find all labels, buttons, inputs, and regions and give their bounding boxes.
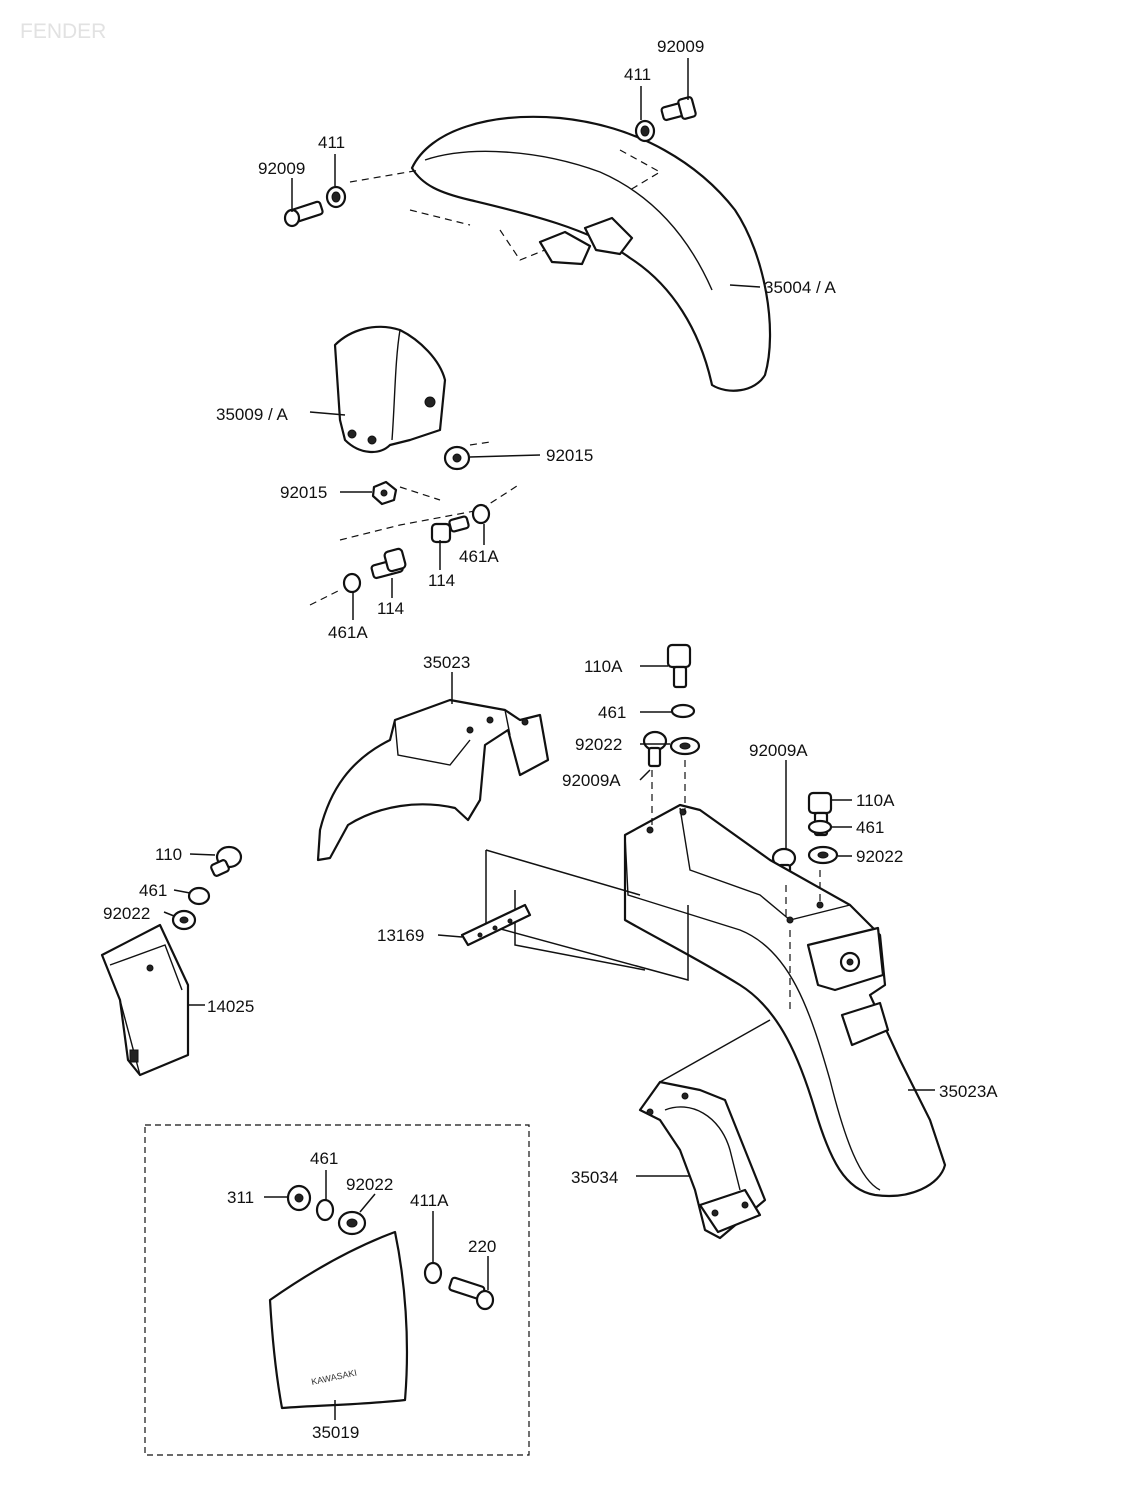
label-14025: 14025 xyxy=(207,997,254,1016)
washer-411A xyxy=(423,1261,443,1285)
label-461A-left: 461A xyxy=(328,623,368,642)
bracket-35034 xyxy=(638,1019,771,1240)
bolt-220 xyxy=(448,1276,495,1311)
label-311: 311 xyxy=(227,1188,254,1207)
diagram-title: FENDER xyxy=(20,20,106,43)
label-92009A-left: 92009A xyxy=(562,771,621,790)
bolt-110A-top xyxy=(666,643,692,689)
bolt-92009-top xyxy=(660,96,697,122)
label-461-right: 461 xyxy=(856,818,884,837)
washer-461-right xyxy=(807,819,833,835)
label-35004A: 35004 / A xyxy=(764,278,837,297)
label-114-right: 114 xyxy=(428,571,455,590)
front-fender xyxy=(349,115,772,392)
label-110A-top: 110A xyxy=(584,657,623,676)
label-92009-left: 92009 xyxy=(258,159,305,178)
label-411-top: 411 xyxy=(624,65,651,84)
nut-92015-right xyxy=(443,445,471,471)
label-92009-top: 92009 xyxy=(657,37,704,56)
label-110: 110 xyxy=(155,845,182,864)
assembly-reference-lines xyxy=(485,849,689,981)
label-114-left: 114 xyxy=(377,599,404,618)
washer-411-left xyxy=(325,185,347,209)
label-35023A: 35023A xyxy=(939,1082,998,1101)
bolt-114-left xyxy=(370,547,407,580)
washer-461-box xyxy=(315,1198,335,1222)
label-92015-left: 92015 xyxy=(280,483,327,502)
washer-92022-left xyxy=(171,909,197,931)
label-92022-box: 92022 xyxy=(346,1175,393,1194)
rear-fender-front-35023 xyxy=(316,698,550,862)
bolt-114-right xyxy=(430,515,470,544)
bolt-92009-left xyxy=(283,200,324,228)
label-461-box: 461 xyxy=(310,1149,338,1168)
label-13169: 13169 xyxy=(377,926,424,945)
label-92022-right: 92022 xyxy=(856,847,903,866)
washer-411-top xyxy=(634,119,656,143)
label-35034: 35034 xyxy=(571,1168,618,1187)
cover-14025 xyxy=(100,923,190,1077)
label-461-top: 461 xyxy=(598,703,626,722)
washer-461A-right xyxy=(471,503,491,525)
label-35023: 35023 xyxy=(423,653,470,672)
washer-461-top xyxy=(670,703,696,719)
label-220: 220 xyxy=(468,1237,496,1256)
label-411A: 411A xyxy=(410,1191,449,1210)
rear-fender-35023A xyxy=(623,760,947,1198)
label-35009A: 35009 / A xyxy=(216,405,289,424)
label-92015-right: 92015 xyxy=(546,446,593,465)
label-411-left: 411 xyxy=(318,133,345,152)
nut-311 xyxy=(286,1184,312,1212)
washer-92022-box xyxy=(337,1210,367,1236)
washer-92022-top xyxy=(669,736,701,756)
kit-enclosure-box xyxy=(144,1124,530,1456)
label-92009A-right: 92009A xyxy=(749,741,808,760)
washer-461A-left xyxy=(342,572,362,594)
label-461-left: 461 xyxy=(139,881,167,900)
washer-461-left xyxy=(187,886,211,906)
label-92022-left: 92022 xyxy=(103,904,150,923)
bracket-13169 xyxy=(460,903,532,947)
label-92022-top: 92022 xyxy=(575,735,622,754)
rivet-92009A-left xyxy=(642,730,668,768)
leader-lines xyxy=(163,58,935,1420)
bolt-110 xyxy=(210,845,243,877)
label-461A-right: 461A xyxy=(459,547,499,566)
washer-92022-right xyxy=(807,845,839,865)
label-110A-right: 110A xyxy=(856,791,895,810)
nut-92015-left xyxy=(371,480,398,506)
label-35019: 35019 xyxy=(312,1423,359,1442)
mud-flap-35019: KAWASAKI xyxy=(268,1230,409,1410)
fender-bracket-35009 xyxy=(333,325,447,453)
